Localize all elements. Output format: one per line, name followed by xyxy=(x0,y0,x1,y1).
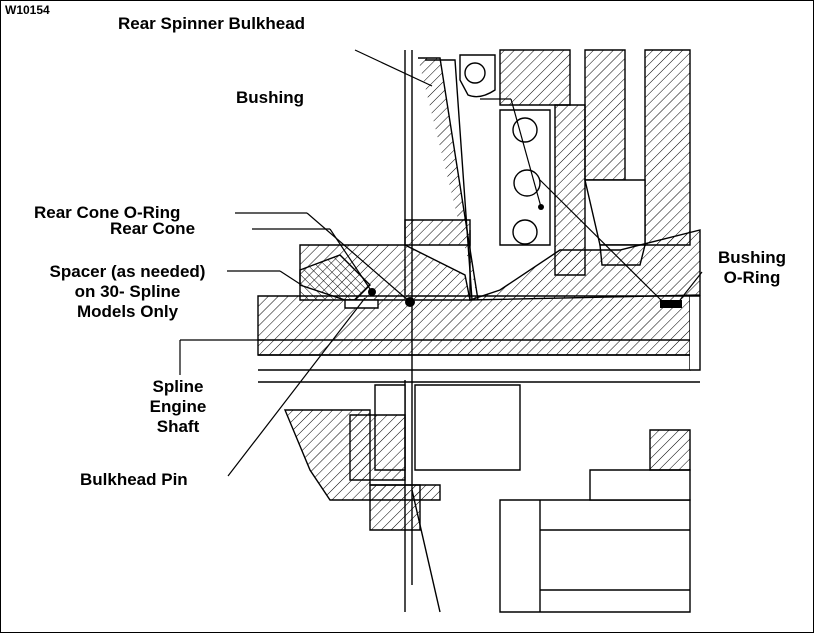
label-spacer: Spacer (as needed) on 30- Spline Models … xyxy=(30,262,225,322)
label-spline-line2: Engine xyxy=(149,397,207,416)
label-spacer-line1: Spacer (as needed) xyxy=(49,262,206,281)
label-rear-cone-oring: Rear Cone O-Ring xyxy=(34,203,181,222)
label-bushing-oring: Bushing O-Ring xyxy=(706,248,798,288)
label-rear-cone: Rear Cone xyxy=(110,219,196,238)
rear-cone-part xyxy=(299,254,371,301)
label-bushing-oring-line1: Bushing xyxy=(718,248,786,267)
label-rear-spinner-bulkhead: Rear Spinner Bulkhead xyxy=(118,14,306,33)
label-bulkhead-pin: Bulkhead Pin xyxy=(80,470,188,489)
figure-id: W10154 xyxy=(5,3,50,17)
spline-shaft xyxy=(257,295,701,383)
label-bushing-oring-line2: O-Ring xyxy=(723,268,781,287)
label-spline-engine-shaft: Spline Engine Shaft xyxy=(128,377,228,437)
bearing-housing xyxy=(459,49,691,276)
label-spacer-line3: Models Only xyxy=(76,302,179,321)
label-spline-line3: Shaft xyxy=(156,417,200,436)
label-bushing: Bushing xyxy=(236,88,304,107)
label-spacer-line2: on 30- Spline xyxy=(74,282,181,301)
lower-housing xyxy=(283,384,691,613)
leader-lines xyxy=(179,49,703,477)
label-spline-line1: Spline xyxy=(152,377,204,396)
